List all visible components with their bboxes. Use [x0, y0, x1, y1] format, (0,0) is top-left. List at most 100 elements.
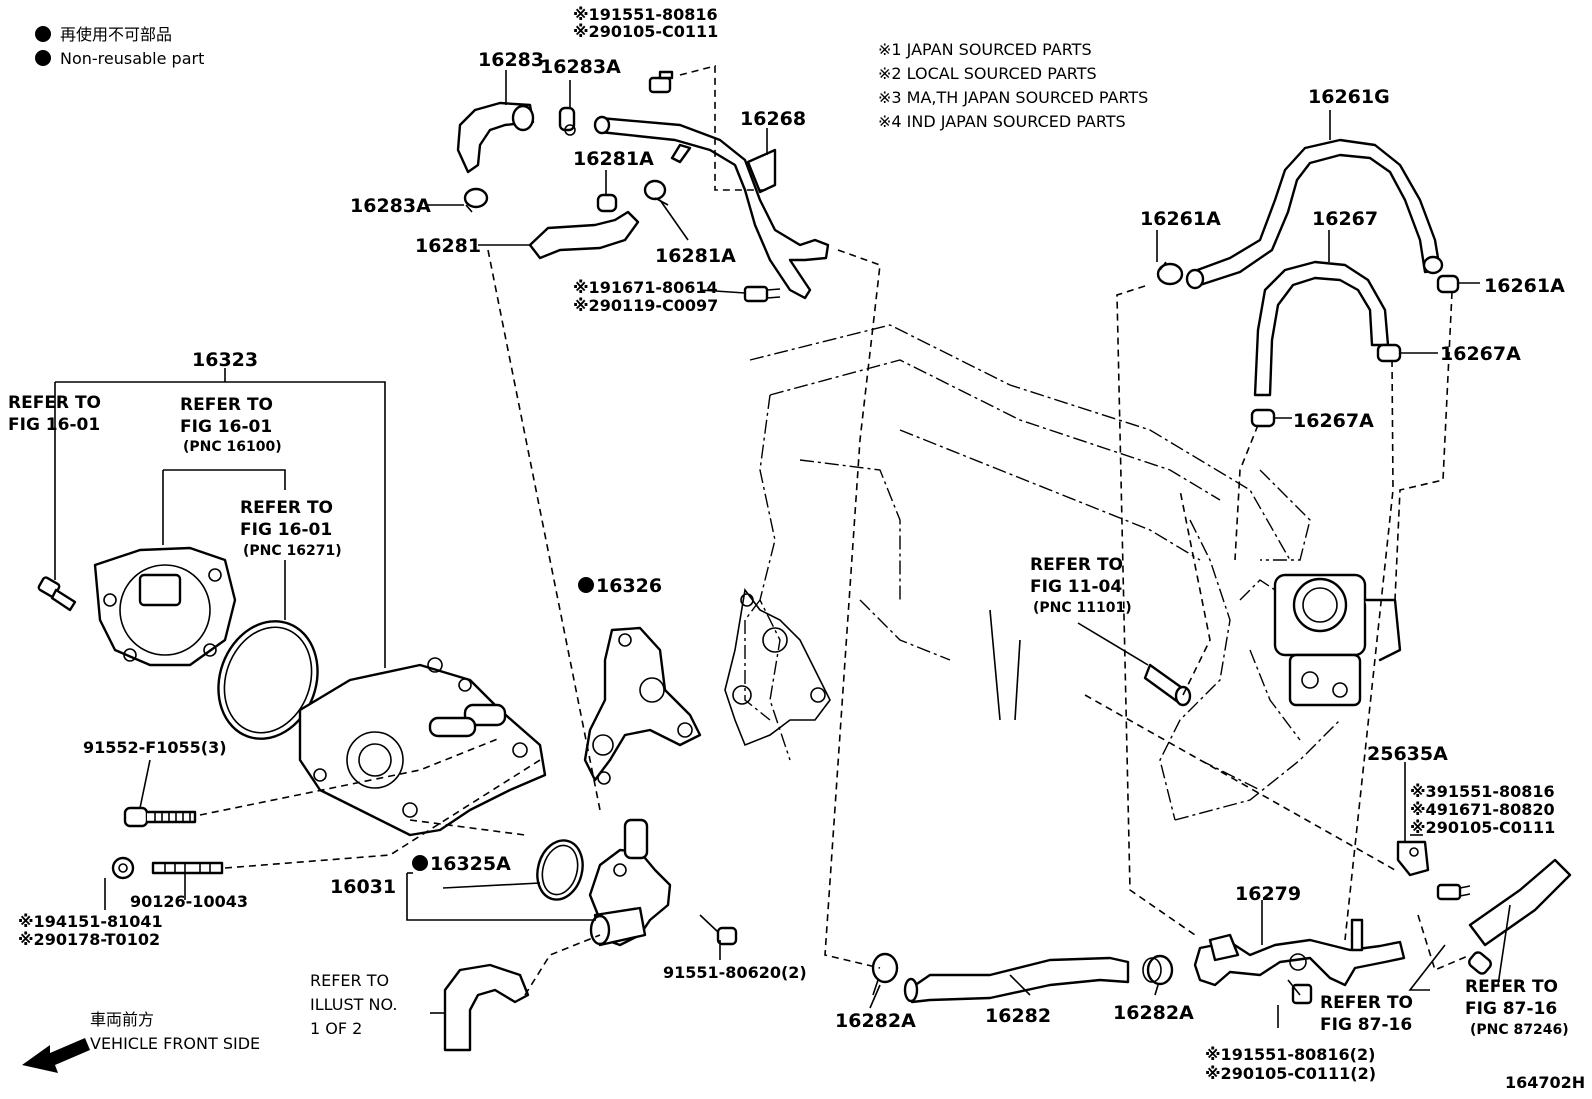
clamp-16267a-mid: [1250, 408, 1276, 428]
note-2: ※2 LOCAL SOURCED PARTS: [878, 64, 1097, 83]
legend-jp: 再使用不可部品: [60, 25, 172, 44]
code-bolt-top-2: ※290105-C0111: [573, 22, 718, 41]
code-br-1: ※391551-80816: [1410, 782, 1555, 801]
label-16268: 16268: [740, 108, 806, 130]
note-4: ※4 IND JAPAN SOURCED PARTS: [878, 112, 1126, 131]
water-pump: [298, 657, 547, 837]
front-jp: 車両前方: [90, 1010, 154, 1029]
label-16281: 16281: [415, 235, 481, 257]
label-16282: 16282: [985, 1005, 1051, 1027]
code-bot-1: ※191551-80816(2): [1205, 1045, 1375, 1064]
part-labels: ※191551-80816 ※290105-C0111 16283 16283A…: [8, 5, 1585, 1092]
sourcing-notes: ※1 JAPAN SOURCED PARTS ※2 LOCAL SOURCED …: [878, 40, 1148, 131]
pipe-16268: [598, 116, 830, 300]
bolt-top: [648, 70, 674, 94]
lower-hose: [443, 963, 530, 1052]
bolt-mid: [743, 285, 781, 303]
legend-en: Non-reusable part: [60, 49, 204, 68]
code-bolt-mid-2: ※290119-C0097: [573, 296, 718, 315]
bolt-bottom-right: [1287, 979, 1313, 1005]
label-25635a: 25635A: [1367, 743, 1448, 765]
o-ring: [217, 620, 319, 740]
label-90126: 90126-10043: [130, 892, 248, 911]
pump-cover: [93, 546, 237, 667]
ref4-line1: REFER TO: [1030, 555, 1123, 575]
ref1-line2: FIG 16-01: [8, 415, 100, 435]
code-bolt-top-1: ※191551-80816: [573, 5, 718, 24]
bullet-icon: [412, 855, 428, 871]
legend: 再使用不可部品 Non-reusable part: [35, 25, 204, 68]
label-16267a-mid: 16267A: [1293, 410, 1374, 432]
bracket-25635a: [1396, 840, 1430, 877]
clamp-16283a-top: [558, 106, 576, 136]
label-16031: 16031: [330, 876, 396, 898]
label-16261a-right: 16261A: [1484, 275, 1565, 297]
nut: [111, 856, 135, 880]
code-br-2: ※491671-80820: [1410, 800, 1555, 819]
label-91552: 91552-F1055(3): [83, 738, 227, 757]
hose-16267: [1253, 260, 1390, 397]
label-91551-bot: 91551-80620(2): [663, 963, 807, 982]
ref1-line1: REFER TO: [8, 393, 101, 413]
ref2-line3: (PNC 16100): [183, 439, 282, 455]
hose-16261g: [1190, 138, 1442, 287]
ref6-line2: FIG 87-16: [1465, 999, 1557, 1019]
ref5-line2: FIG 87-16: [1320, 1015, 1412, 1035]
code-bot-2: ※290105-C0111(2): [1205, 1064, 1376, 1083]
clamp-16261a-left: [1156, 261, 1184, 286]
label-16261g: 16261G: [1308, 86, 1390, 108]
ref7-line1: REFER TO: [310, 971, 389, 990]
label-16261a-left: 16261A: [1140, 208, 1221, 230]
label-16267a-right: 16267A: [1440, 343, 1521, 365]
clamp-16281a-b: [643, 179, 669, 206]
clamp-16282a-left: [871, 952, 899, 996]
bolt-bracket: [1436, 883, 1471, 901]
arrow-left-icon: [22, 1038, 90, 1073]
pipe-16279: [1193, 938, 1406, 987]
label-16282a-left: 16282A: [835, 1010, 916, 1032]
code-br-3: ※290105-C0111: [1410, 818, 1555, 837]
label-16323: 16323: [192, 349, 258, 371]
throttle-body: [1239, 573, 1402, 741]
gasket: [583, 626, 702, 785]
vehicle-front-indicator: 車両前方 VEHICLE FRONT SIDE: [22, 1010, 260, 1073]
note-3: ※3 MA,TH JAPAN SOURCED PARTS: [878, 88, 1148, 107]
label-16279: 16279: [1235, 883, 1301, 905]
thermostat-housing: [588, 818, 672, 947]
label-16267: 16267: [1312, 208, 1378, 230]
clamp-16261a-right: [1436, 274, 1460, 294]
ref2-line1: REFER TO: [180, 395, 273, 415]
clamp-16282a-right: [1142, 954, 1174, 986]
label-16283a-left: 16283A: [350, 195, 431, 217]
label-16283: 16283: [478, 49, 544, 71]
ref3-line2: FIG 16-01: [240, 520, 332, 540]
code-bolt-mid-1: ※191671-80614: [573, 278, 718, 297]
label-16281a-top: 16281A: [573, 148, 654, 170]
label-16325a: 16325A: [430, 853, 511, 875]
label-16281a-bot: 16281A: [655, 245, 736, 267]
figure-id: 164702H: [1505, 1073, 1585, 1092]
engine-outline: [744, 324, 1341, 821]
bullet-icon: [578, 577, 594, 593]
clamp-16267a-right: [1376, 343, 1402, 363]
hose-87-16: [1468, 858, 1572, 947]
ref3-line3: (PNC 16271): [243, 543, 342, 559]
hose-16282: [906, 956, 1130, 1004]
engine-flange: [724, 588, 831, 747]
ref7-line3: 1 OF 2: [310, 1019, 362, 1038]
stud-90126: [151, 861, 224, 875]
ref7-line2: ILLUST NO.: [310, 995, 397, 1014]
ref6-line1: REFER TO: [1465, 977, 1558, 997]
label-16283a-top: 16283A: [540, 56, 621, 78]
front-en: VEHICLE FRONT SIDE: [90, 1034, 260, 1053]
bolt-91552: [123, 806, 197, 828]
bolt-91551-bot: [699, 914, 738, 946]
hose-16281: [528, 210, 640, 260]
note-1: ※1 JAPAN SOURCED PARTS: [878, 40, 1092, 59]
label-16326: 16326: [596, 575, 662, 597]
code-nut-2: ※290178-T0102: [18, 930, 160, 949]
code-nut-1: ※194151-81041: [18, 912, 163, 931]
clamp-16283a-left: [463, 187, 489, 213]
ref2-line2: FIG 16-01: [180, 417, 272, 437]
